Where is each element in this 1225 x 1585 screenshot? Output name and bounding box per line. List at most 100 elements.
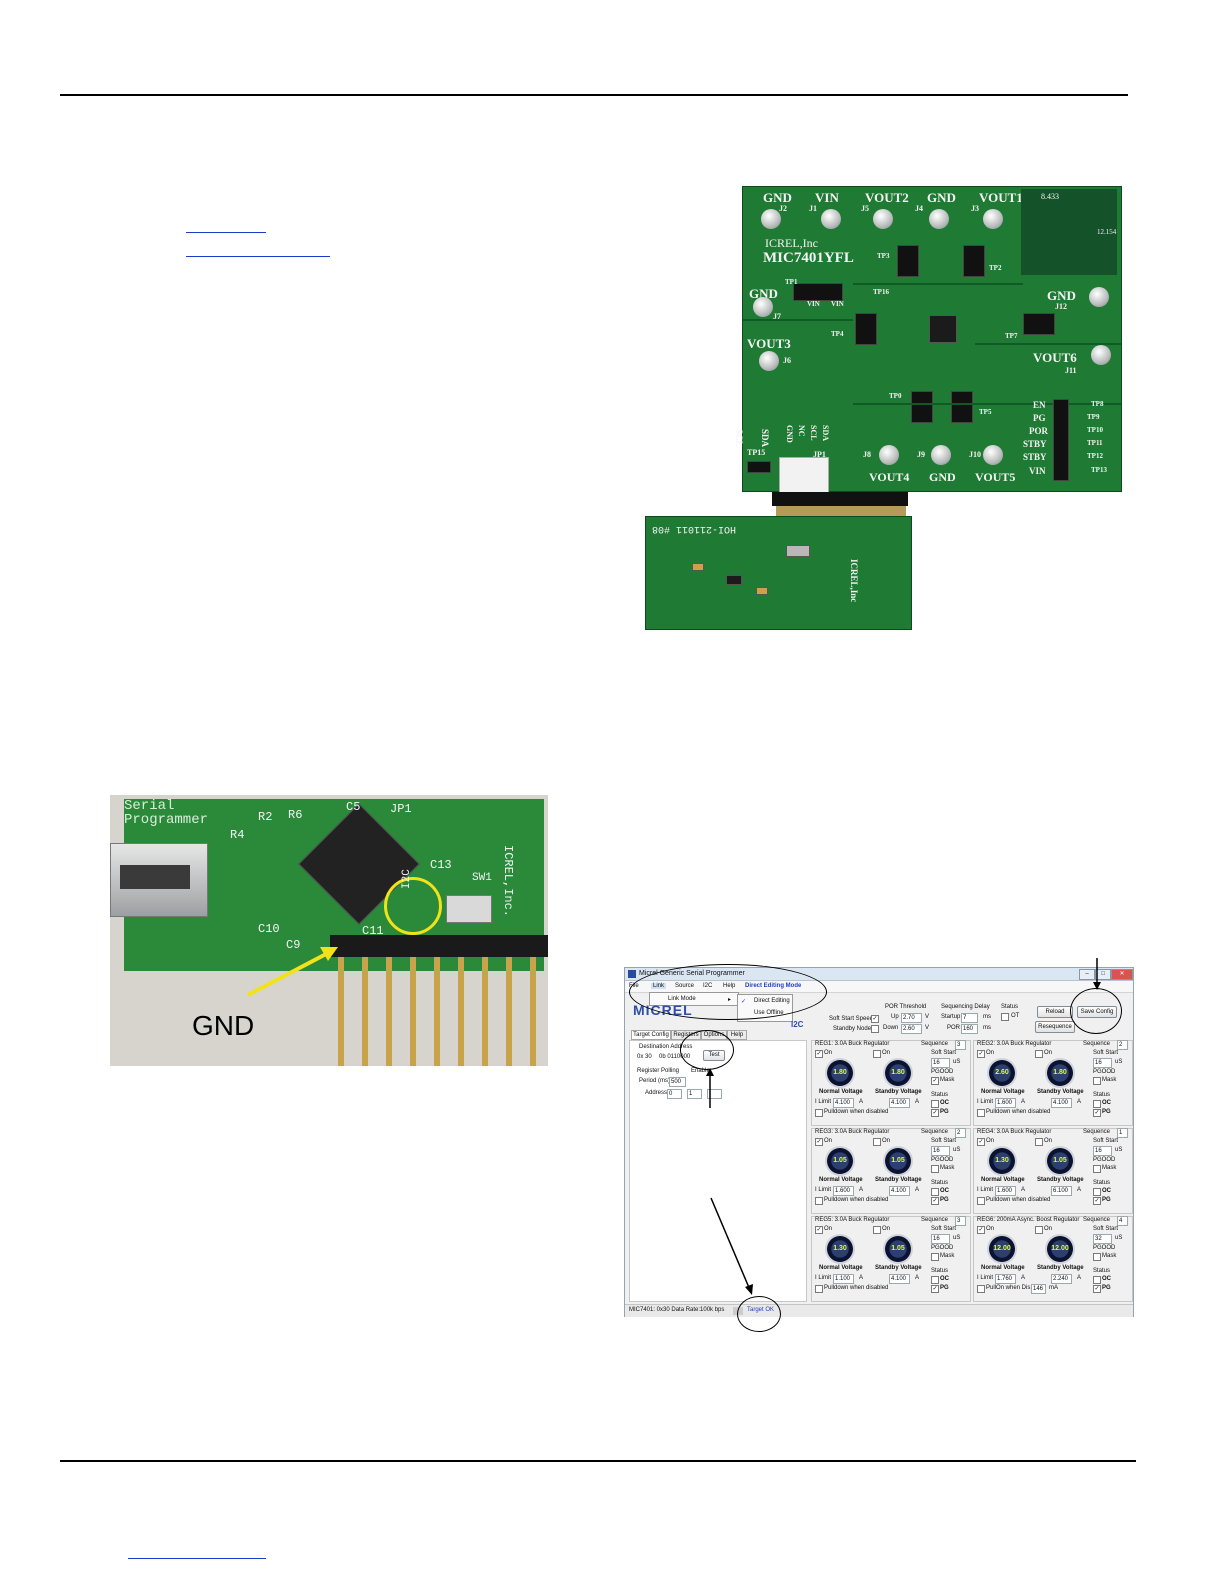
- standby-on-checkbox[interactable]: [873, 1050, 881, 1058]
- standby-on-checkbox[interactable]: [1035, 1050, 1043, 1058]
- down-value-field[interactable]: 2.60: [901, 1024, 922, 1034]
- close-button[interactable]: ✕: [1111, 969, 1133, 980]
- standby-voltage-knob[interactable]: 1.80: [1045, 1058, 1075, 1088]
- pulldown-checkbox[interactable]: [977, 1109, 985, 1117]
- ilimit-standby-field[interactable]: 2.240: [1051, 1274, 1072, 1284]
- resequence-button[interactable]: Resequence: [1035, 1021, 1075, 1033]
- period-label: Period (ms): [639, 1078, 671, 1084]
- on-checkbox[interactable]: ✓: [815, 1226, 823, 1234]
- standby-voltage-knob[interactable]: 1.80: [883, 1058, 913, 1088]
- standby-on-checkbox[interactable]: [1035, 1226, 1043, 1234]
- standby-voltage-knob[interactable]: 12.00: [1045, 1234, 1075, 1264]
- mask-checkbox[interactable]: [1093, 1077, 1101, 1085]
- period-field[interactable]: 500: [669, 1077, 686, 1087]
- mask-checkbox[interactable]: ✓: [931, 1077, 939, 1085]
- minimize-button[interactable]: –: [1079, 969, 1095, 980]
- sequence-label: Sequence: [921, 1217, 949, 1223]
- ilimit-field[interactable]: 1.100: [833, 1274, 854, 1284]
- normal-voltage-knob[interactable]: 1.80: [825, 1058, 855, 1088]
- address-field-2[interactable]: 1: [687, 1089, 702, 1099]
- soft-start-speed-checkbox[interactable]: ✓: [871, 1015, 879, 1023]
- ilimit-field[interactable]: 4.100: [833, 1098, 854, 1108]
- sequence-field[interactable]: 3: [955, 1216, 966, 1226]
- mask-checkbox[interactable]: [931, 1253, 939, 1261]
- on-checkbox[interactable]: ✓: [815, 1050, 823, 1058]
- down-label: Down: [883, 1025, 899, 1031]
- soft-start-field[interactable]: 16: [931, 1146, 950, 1156]
- address-field-1[interactable]: 0: [667, 1089, 682, 1099]
- soft-start-field[interactable]: 16: [1093, 1058, 1112, 1068]
- soft-start-label: Soft Start: [931, 1050, 957, 1056]
- mask-checkbox[interactable]: [1093, 1165, 1101, 1173]
- sequence-label: Sequence: [1083, 1041, 1111, 1047]
- up-value-field[interactable]: 2.70: [901, 1013, 922, 1023]
- jack-id-j3: J3: [971, 204, 979, 213]
- normal-voltage-knob[interactable]: 1.30: [987, 1146, 1017, 1176]
- pgood-label: PGOOD: [931, 1157, 954, 1163]
- startup-value-field[interactable]: 7: [961, 1013, 978, 1023]
- pulldown-checkbox[interactable]: [815, 1285, 823, 1293]
- pg-indicator: ✓: [1093, 1285, 1101, 1293]
- on-checkbox[interactable]: ✓: [977, 1138, 985, 1146]
- hyperlink-underline-1[interactable]: [186, 232, 266, 233]
- mask-label: Mask: [1102, 1253, 1117, 1259]
- mask-checkbox[interactable]: [1093, 1253, 1101, 1261]
- sequence-field[interactable]: 4: [1117, 1216, 1128, 1226]
- soft-start-field[interactable]: 16: [931, 1234, 950, 1244]
- mask-checkbox[interactable]: [931, 1165, 939, 1173]
- ilimit-field[interactable]: 1.600: [833, 1186, 854, 1196]
- standby-on-checkbox[interactable]: [1035, 1138, 1043, 1146]
- sequence-field[interactable]: 2: [1117, 1040, 1128, 1050]
- hyperlink-underline-footer[interactable]: [128, 1558, 266, 1559]
- soft-start-field[interactable]: 16: [1093, 1146, 1112, 1156]
- standby-voltage-knob[interactable]: 1.05: [1045, 1146, 1075, 1176]
- sequence-field[interactable]: 3: [955, 1040, 966, 1050]
- on-checkbox[interactable]: ✓: [977, 1226, 985, 1234]
- standby-on-checkbox[interactable]: [873, 1226, 881, 1234]
- standby-voltage-value: 1.05: [891, 1157, 905, 1164]
- address-field-3[interactable]: [707, 1089, 722, 1099]
- ilimit-field[interactable]: 1.600: [995, 1098, 1016, 1108]
- pulldown-checkbox[interactable]: [977, 1197, 985, 1205]
- ref-r6: R6: [288, 808, 303, 822]
- tp-label: TP1: [785, 278, 798, 286]
- pulldown-checkbox[interactable]: [815, 1109, 823, 1117]
- oc-indicator: [931, 1100, 939, 1108]
- ilimit-standby-field[interactable]: 4.100: [889, 1186, 910, 1196]
- normal-voltage-knob[interactable]: 2.60: [987, 1058, 1017, 1088]
- board-label-vout2: VOUT2: [865, 190, 909, 205]
- mask-label: Mask: [1102, 1165, 1117, 1171]
- on-checkbox[interactable]: ✓: [977, 1050, 985, 1058]
- normal-voltage-knob[interactable]: 1.05: [825, 1146, 855, 1176]
- normal-voltage-knob[interactable]: 1.30: [825, 1234, 855, 1264]
- hyperlink-underline-2[interactable]: [186, 256, 330, 257]
- tab-help[interactable]: Help: [727, 1030, 747, 1040]
- jack-post: [873, 209, 893, 229]
- ilimit-unit: A: [1021, 1187, 1026, 1193]
- pulldown-checkbox[interactable]: [815, 1197, 823, 1205]
- standby-voltage-knob[interactable]: 1.05: [883, 1146, 913, 1176]
- sequence-field[interactable]: 1: [1117, 1128, 1128, 1138]
- pullon-field[interactable]: 146: [1031, 1284, 1046, 1294]
- pulldown-checkbox[interactable]: [977, 1285, 985, 1293]
- ilimit-standby-field[interactable]: 4.100: [889, 1274, 910, 1284]
- ilimit-field[interactable]: 1.760: [995, 1274, 1016, 1284]
- ilimit-standby-field[interactable]: 4.100: [1051, 1098, 1072, 1108]
- reload-button[interactable]: Reload: [1037, 1006, 1073, 1018]
- ilimit-label: I Limit: [815, 1187, 832, 1193]
- maximize-button[interactable]: □: [1095, 969, 1111, 980]
- on-checkbox[interactable]: ✓: [815, 1138, 823, 1146]
- standby-on-checkbox[interactable]: [873, 1138, 881, 1146]
- soft-start-field[interactable]: 32: [1093, 1234, 1112, 1244]
- tab-target-config[interactable]: Target Config: [631, 1030, 671, 1040]
- por-value-field[interactable]: 160: [961, 1024, 978, 1034]
- soft-start-field[interactable]: 16: [931, 1058, 950, 1068]
- standby-node-checkbox[interactable]: [871, 1025, 879, 1033]
- sequence-field[interactable]: 2: [955, 1128, 966, 1138]
- normal-voltage-knob[interactable]: 12.00: [987, 1234, 1017, 1264]
- ilimit-standby-field[interactable]: 4.100: [889, 1098, 910, 1108]
- ilimit-standby-field[interactable]: 6.100: [1051, 1186, 1072, 1196]
- ilimit-field[interactable]: 1.600: [995, 1186, 1016, 1196]
- oc-indicator: [1093, 1188, 1101, 1196]
- standby-voltage-knob[interactable]: 1.05: [883, 1234, 913, 1264]
